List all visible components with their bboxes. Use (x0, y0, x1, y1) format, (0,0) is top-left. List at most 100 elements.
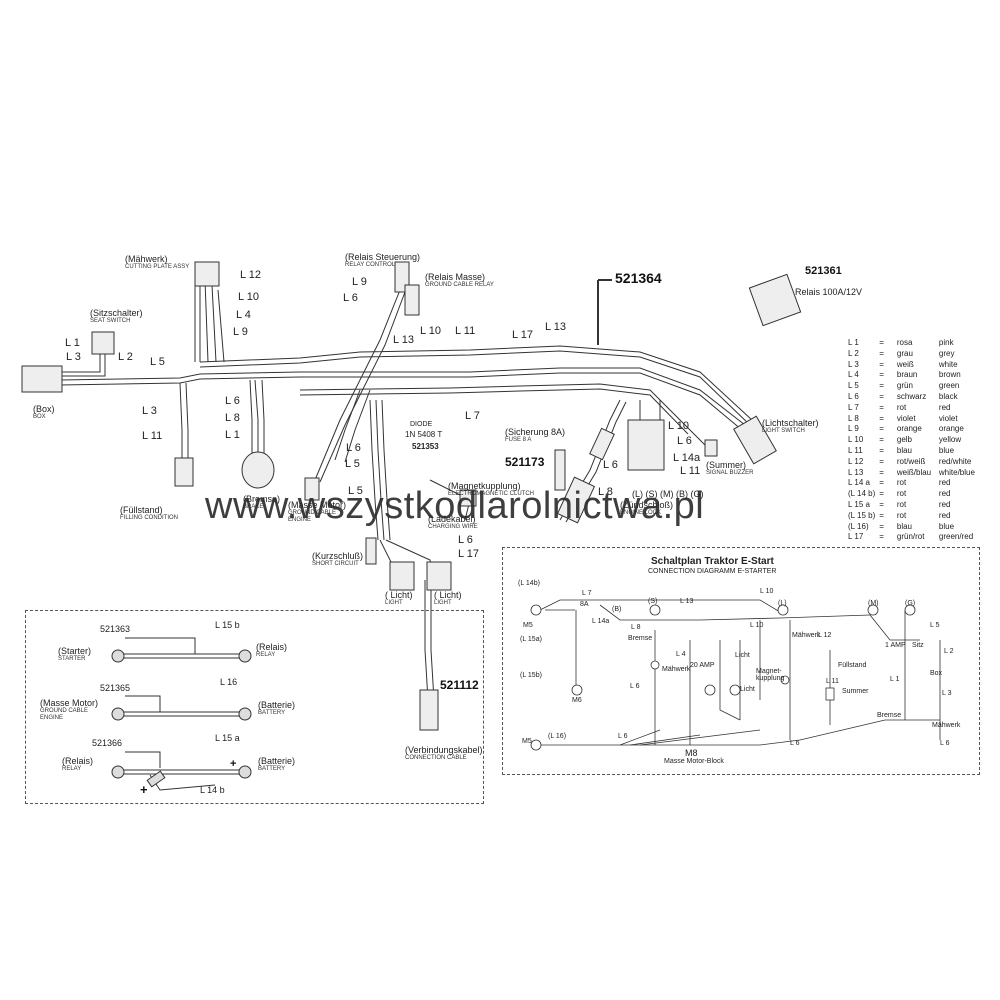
legend-de: blau (896, 445, 912, 455)
diode-type: 1N 5408 T (405, 430, 443, 439)
legend-code: L 12 (848, 456, 864, 466)
wire-label: L 17 (458, 548, 480, 560)
legend-en: red (938, 402, 951, 412)
relay-rating: Relais 100A/12V (795, 287, 863, 297)
light-switch (733, 415, 777, 465)
wire-label: L 11 (680, 465, 701, 477)
sch-l11: L 11 (826, 678, 839, 685)
cable3-wire: L 15 a (215, 733, 240, 743)
cable3-right: (Batterie)BATTERY (258, 756, 296, 772)
legend-code: L 6 (848, 391, 859, 401)
legend-code: (L 15 b) (848, 510, 876, 520)
legend-eq: = (879, 435, 884, 445)
sch-l2: L 2 (944, 648, 954, 655)
wire-label: L 12 (240, 269, 262, 281)
connection-part-number: 521112 (440, 678, 479, 692)
legend-eq: = (879, 532, 884, 542)
legend-en: blue (938, 521, 955, 531)
wire-label: L 13 (393, 334, 415, 346)
legend-en: red (938, 478, 951, 488)
legend-code: L 15 a (848, 499, 870, 509)
sch-l4: L 4 (676, 651, 686, 658)
wire-label: L 2 (118, 351, 133, 363)
legend-eq: = (879, 489, 884, 499)
legend-eq: = (879, 521, 884, 531)
legend-eq: = (879, 445, 884, 455)
sch-m6: M6 (572, 697, 582, 704)
legend-de: weiß/blau (896, 467, 932, 477)
sch-l6a: L 6 (630, 683, 640, 690)
sch-summer: Summer (842, 688, 869, 695)
sch-l6c: L 6 (618, 733, 628, 740)
wire-label: L 3 (142, 405, 157, 417)
wire-label: L 10 (668, 420, 690, 432)
wire-label: L 14a (673, 452, 701, 464)
legend-code: L 8 (848, 413, 859, 423)
wire-label: L 5 (348, 485, 363, 497)
engine-ground-connector (304, 477, 320, 501)
wire-label: L 6 (343, 292, 358, 304)
legend-en: grey (938, 348, 955, 358)
wire-label: L 11 (455, 325, 476, 337)
wire-label: L 6 (677, 435, 692, 447)
legend-de: rot (896, 402, 907, 412)
legend-de: rot (896, 499, 907, 509)
legend-en: white/blue (938, 467, 975, 477)
licht2-label: ( Licht)LIGHT (434, 590, 462, 606)
relay-part-number: 521361 (805, 265, 842, 277)
legend-eq: = (879, 381, 884, 391)
magnetkupplung-label: (Magnetkupplung)ELECTROMAGNETIC CLUTCH (448, 481, 535, 497)
box-label: (Box)BOX (33, 404, 55, 420)
legend-de: grün (896, 381, 913, 391)
legend-de: rot (896, 489, 907, 499)
legend-de: orange (896, 424, 922, 434)
sch-l3: L 3 (942, 690, 952, 697)
wire-label: L 6 (225, 395, 240, 407)
legend-code: L 13 (848, 467, 864, 477)
legend-en: red (938, 489, 951, 499)
legend-en: pink (938, 338, 954, 347)
legend-eq: = (879, 413, 884, 423)
legend-eq: = (879, 402, 884, 412)
legend-en: green (938, 381, 960, 391)
sch-s: (S) (648, 598, 658, 605)
wire-label: L 8 (598, 486, 613, 498)
legend-en: violet (938, 413, 958, 423)
seat-switch-connector (91, 331, 115, 355)
sch-l12: L 12 (818, 632, 832, 639)
legend-de: grün/rot (896, 532, 925, 542)
fuse-holder (554, 449, 566, 491)
sch-b: (B) (612, 606, 622, 613)
relay-100a (748, 273, 802, 327)
cable2-part: 521365 (100, 683, 131, 693)
legend-en: orange (938, 424, 964, 434)
diode-label: DIODE (410, 421, 433, 428)
legend-en: yellow (938, 435, 962, 445)
relais-steuerung-label: (Relais Steuerung)RELAY CONTROL (345, 252, 421, 268)
legend-en: green/red (938, 532, 974, 542)
light-connector-1 (389, 561, 415, 591)
legend-en: black (938, 391, 958, 401)
magnet-clutch-connector (459, 489, 477, 507)
wire-label: L 11 (142, 430, 163, 442)
cable3-part: 521366 (92, 738, 123, 748)
legend-en: red/white (938, 456, 972, 466)
legend-code: L 11 (848, 445, 863, 455)
sch-8a: 8A (580, 601, 589, 608)
sch-l5: L 5 (930, 622, 940, 629)
legend-code: L 3 (848, 359, 859, 369)
legend-de: rot (896, 478, 907, 488)
schematic-title: Schaltplan Traktor E-Start (651, 556, 774, 567)
legend-eq: = (879, 359, 884, 369)
sch-m5a: M5 (523, 622, 533, 629)
